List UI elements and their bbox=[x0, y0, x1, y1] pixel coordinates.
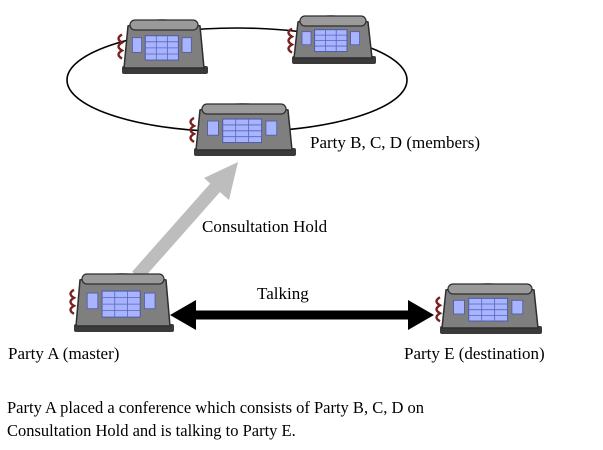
talking-label: Talking bbox=[257, 284, 309, 303]
consultation-hold-label: Consultation Hold bbox=[202, 217, 328, 236]
phone-icon-member-d bbox=[189, 103, 296, 156]
phone-icon-party-a bbox=[69, 273, 174, 332]
caption-line-1: Party A placed a conference which consis… bbox=[7, 398, 424, 417]
caption-line-2: Consultation Hold and is talking to Part… bbox=[7, 421, 296, 440]
phone-icon-member-b bbox=[117, 19, 208, 74]
phone-icon-member-c bbox=[287, 15, 376, 64]
party-e-label: Party E (destination) bbox=[404, 344, 545, 363]
cord-icon bbox=[189, 116, 197, 143]
cord-icon bbox=[435, 296, 443, 323]
cord-icon bbox=[69, 288, 77, 315]
caption: Party A placed a conference which consis… bbox=[7, 396, 597, 442]
cord-icon bbox=[117, 33, 125, 60]
phone-icon-party-e bbox=[435, 283, 542, 334]
talking-arrow bbox=[170, 300, 434, 330]
consultation-hold-arrow bbox=[132, 162, 238, 281]
members-label: Party B, C, D (members) bbox=[310, 133, 480, 152]
cord-icon bbox=[287, 27, 295, 54]
party-a-label: Party A (master) bbox=[8, 344, 120, 363]
